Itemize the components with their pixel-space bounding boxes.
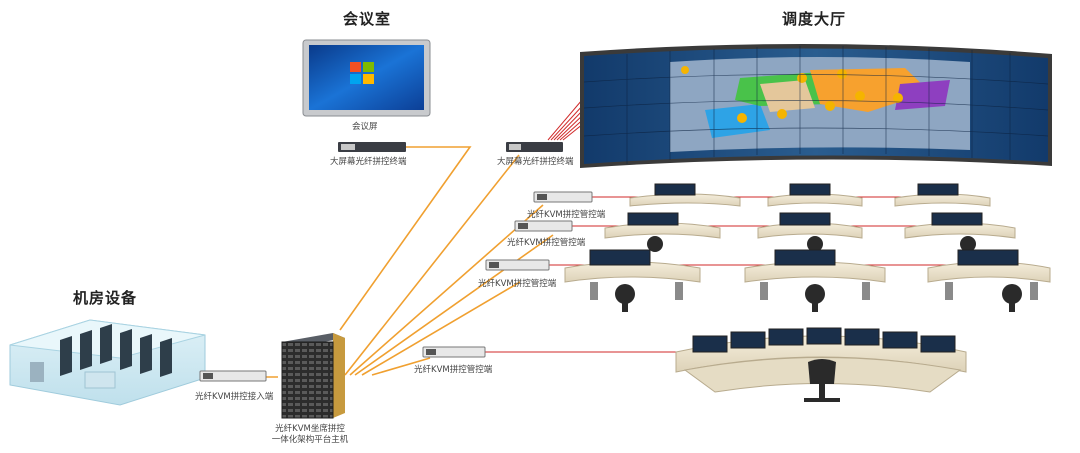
- section-title-dispatch-hall: 调度大厅: [782, 8, 846, 29]
- section-title-meeting-room: 会议室: [343, 8, 391, 29]
- host-label-line2: 一体化架构平台主机: [262, 435, 358, 446]
- link-host-to-meeting-terminal: [340, 147, 470, 330]
- box-meeting-terminal: [338, 142, 406, 152]
- console-row-3: [565, 250, 1050, 312]
- console-row-1: [630, 184, 990, 206]
- console-terminal-3-label: 光纤KVM拼控管控端: [478, 277, 556, 289]
- video-wall: [580, 44, 1052, 168]
- console-row-2: [605, 213, 1015, 252]
- map-region-purple: [895, 80, 950, 110]
- machine-room: [10, 320, 205, 405]
- host-label: 光纤KVM坐席拼控 一体化架构平台主机: [262, 424, 358, 446]
- meeting-screen: [303, 40, 430, 116]
- box-console-1: [534, 192, 592, 202]
- console-terminal-1-label: 光纤KVM拼控管控端: [527, 208, 605, 220]
- section-title-machine-room: 机房设备: [73, 287, 137, 308]
- operator-consoles: [565, 184, 1050, 402]
- console-terminal-4-label: 光纤KVM拼控管控端: [414, 363, 492, 375]
- box-console-4: [423, 347, 485, 357]
- access-terminal-label: 光纤KVM拼控接入端: [195, 390, 273, 402]
- box-console-2: [515, 221, 572, 231]
- videowall-terminal-label: 大屏幕光纤拼控终端: [497, 155, 574, 167]
- kvm-host-chassis: [282, 333, 345, 418]
- box-access-terminal: [200, 371, 266, 381]
- console-terminal-2-label: 光纤KVM拼控管控端: [507, 236, 585, 248]
- box-videowall-terminal: [506, 142, 563, 152]
- host-label-line1: 光纤KVM坐席拼控: [262, 424, 358, 435]
- meeting-screen-label: 会议屏: [352, 120, 378, 132]
- box-console-3: [486, 260, 549, 270]
- supervisor-console: [676, 328, 966, 402]
- meeting-terminal-label: 大屏幕光纤拼控终端: [330, 155, 407, 167]
- link-host-to-console-3: [362, 282, 520, 375]
